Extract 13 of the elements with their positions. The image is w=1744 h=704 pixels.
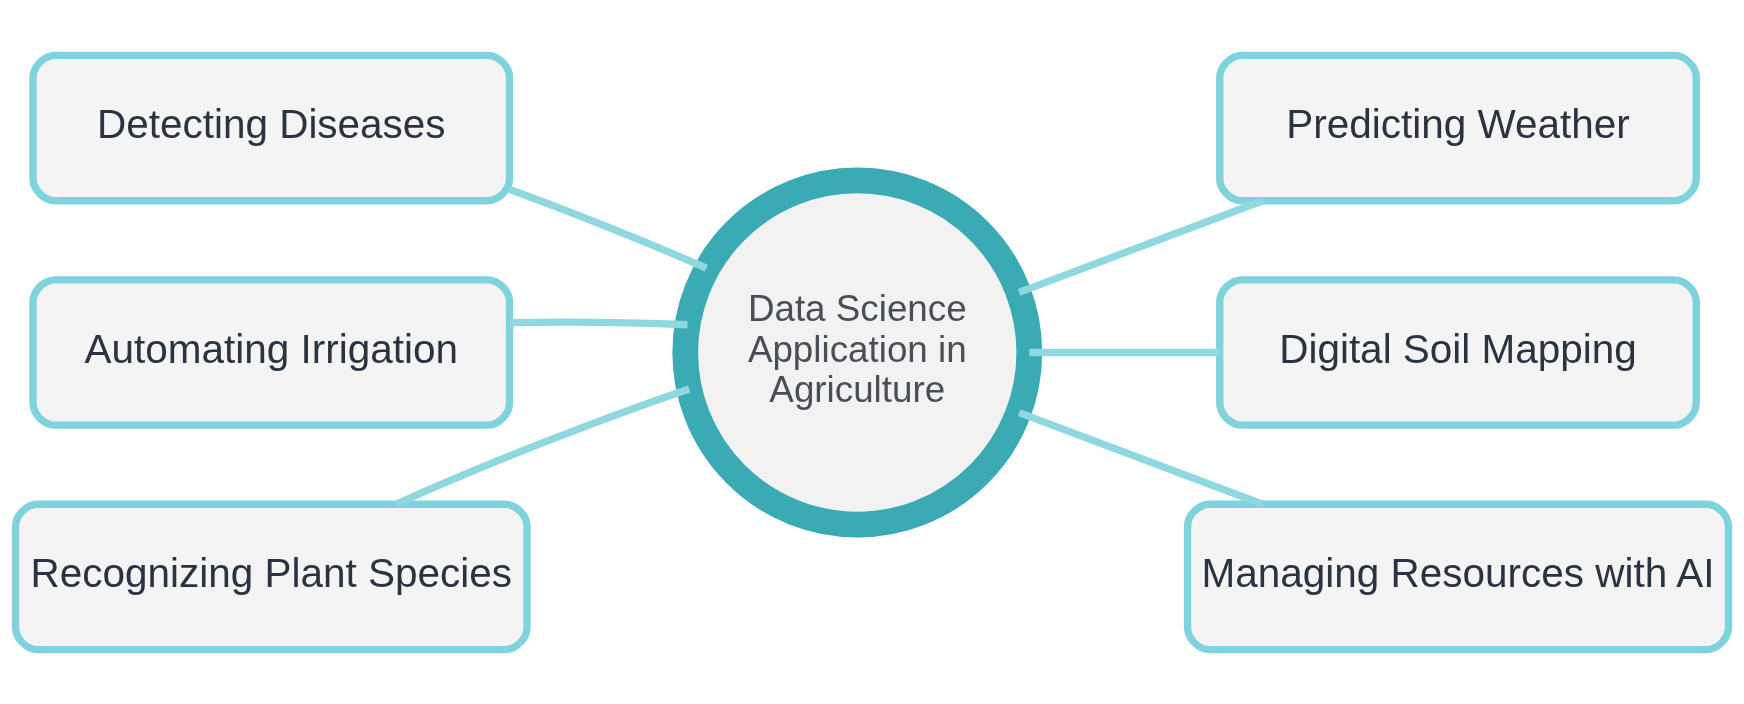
node-box: Managing Resources with AI	[1183, 500, 1733, 653]
node-circle: Data Science Application in Agriculture	[672, 167, 1043, 537]
node-box: Digital Soil Mapping	[1216, 275, 1700, 429]
node-box: Recognizing Plant Species	[11, 500, 531, 653]
node-box: Predicting Weather	[1216, 51, 1700, 204]
connector	[1017, 196, 1265, 296]
connector	[509, 317, 688, 328]
connector	[1029, 348, 1220, 356]
node-box: Automating Irrigation	[29, 275, 514, 429]
node-box: Detecting Diseases	[29, 51, 514, 204]
connector	[508, 185, 708, 272]
connector	[395, 384, 691, 507]
connector	[1017, 408, 1265, 508]
